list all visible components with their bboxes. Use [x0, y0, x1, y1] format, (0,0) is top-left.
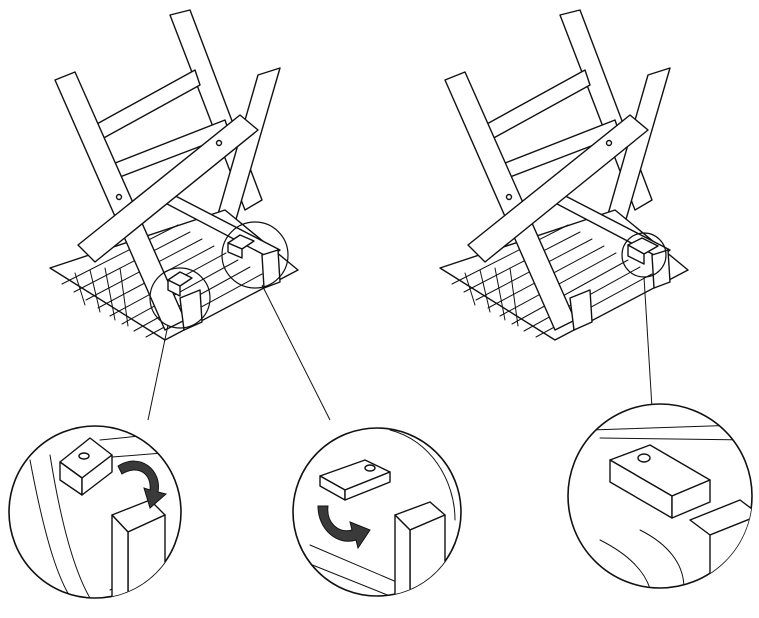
stool-before-figure [49, 9, 331, 421]
detail-locked-block [567, 403, 753, 589]
detail-marker-left [149, 267, 211, 329]
rotate-clockwise-arrow-icon [117, 460, 168, 509]
stool-after-figure [439, 9, 689, 409]
detail-marker-right [221, 221, 289, 289]
detail-left-block [8, 425, 182, 599]
rotate-counterclockwise-arrow-icon [317, 505, 371, 550]
detail-right-block [292, 427, 462, 597]
